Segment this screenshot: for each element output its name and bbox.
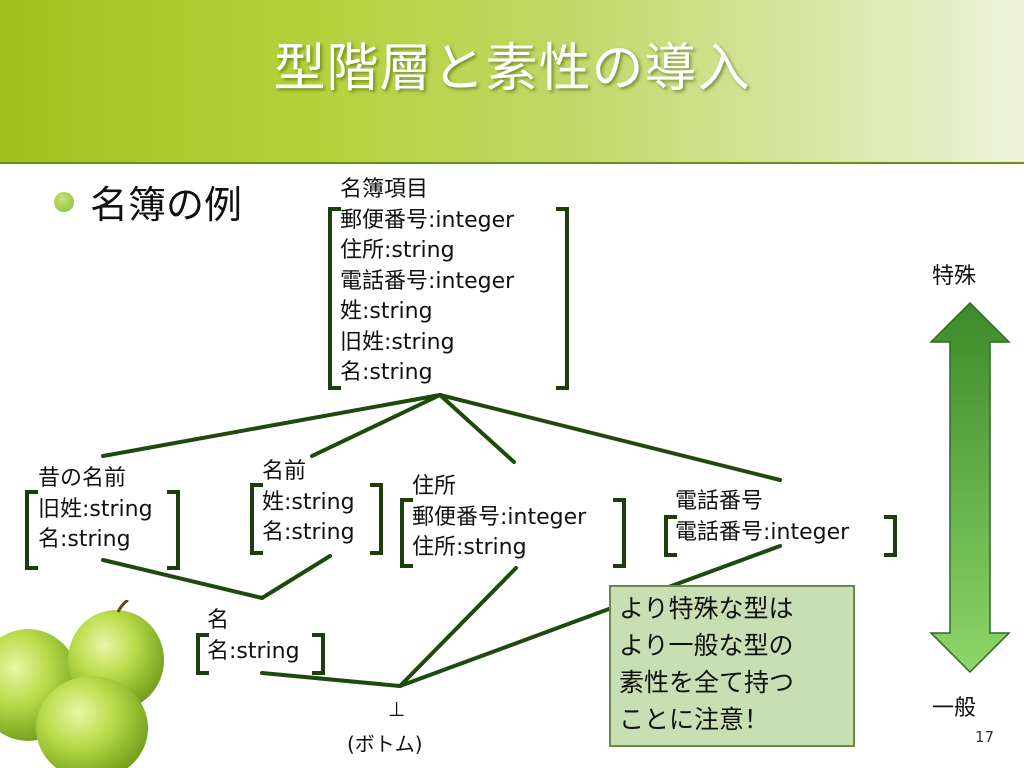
feature-line: 名:string	[262, 520, 355, 545]
bottom-label: (ボトム)	[347, 732, 423, 756]
note-line: ことに注意！	[619, 705, 770, 734]
note-line: より一般な型の	[619, 631, 794, 660]
type-box-mei: 名 名:string	[207, 606, 300, 667]
type-box-denwa: 電話番号 電話番号:integer	[675, 487, 849, 548]
feature-line: 電話番号:integer	[675, 519, 850, 545]
page-number: 17	[975, 728, 995, 746]
feature-line: 郵便番号:integer	[340, 207, 515, 233]
feature-line: 住所:string	[412, 535, 527, 560]
note-line: より特殊な型は	[619, 594, 794, 623]
left-bracket	[196, 633, 209, 675]
type-box-meibo: 名簿項目 郵便番号:integer 住所:string 電話番号:integer…	[340, 175, 514, 389]
bullet-dot-icon	[54, 192, 74, 212]
note-line: 素性を全て持つ	[619, 668, 795, 697]
right-bracket	[312, 633, 325, 675]
type-name: 名簿項目	[340, 177, 429, 202]
right-bracket	[556, 207, 569, 390]
green-apples-image	[0, 600, 164, 768]
type-name: 電話番号	[675, 489, 764, 514]
feature-line: 電話番号:integer	[340, 268, 515, 294]
feature-line: 名:string	[207, 638, 300, 664]
note-box: より特殊な型は より一般な型の 素性を全て持つ ことに注意！	[609, 585, 855, 747]
title-banner	[0, 0, 1024, 164]
feature-line: 郵便番号:integer	[412, 504, 587, 530]
arrow-bottom-label: 一般	[932, 696, 977, 721]
right-bracket	[167, 490, 180, 570]
edge-meibo-mukashi	[101, 393, 442, 458]
right-bracket	[613, 498, 626, 568]
feature-line: 姓:string	[262, 489, 355, 515]
type-box-jusho: 住所 郵便番号:integer 住所:string	[412, 472, 586, 564]
feature-line: 名:string	[38, 527, 131, 552]
edge-mei-bottom	[260, 671, 402, 688]
left-bracket	[25, 490, 38, 570]
edge-meibo-jusho	[438, 393, 516, 464]
type-name: 名前	[262, 459, 307, 484]
left-bracket	[250, 483, 263, 555]
feature-line: 旧姓:string	[340, 329, 455, 355]
edge-meibo-denwa	[438, 393, 782, 482]
bottom-symbol: ⊥	[388, 697, 406, 721]
double-arrow-icon	[929, 301, 1011, 674]
type-box-mukashi: 昔の名前 旧姓:string 名:string	[38, 464, 153, 556]
feature-line: 姓:string	[340, 299, 433, 324]
edge-mukashi-mei	[101, 558, 264, 600]
right-bracket	[884, 515, 897, 557]
slide-title: 型階層と素性の導入	[273, 39, 751, 99]
left-bracket	[328, 207, 341, 390]
feature-line: 旧姓:string	[38, 496, 153, 522]
left-bracket	[400, 498, 413, 568]
arrow-top-label: 特殊	[932, 264, 977, 289]
edge-meibo-namae	[310, 393, 442, 458]
type-name: 住所	[412, 474, 457, 499]
edge-jusho-bottom	[398, 566, 518, 688]
edge-denwa-bottom	[398, 544, 782, 688]
edge-namae-mei	[260, 554, 332, 600]
feature-line: 住所:string	[340, 238, 455, 263]
type-name: 名	[207, 608, 230, 633]
feature-line: 名:string	[340, 360, 433, 385]
right-bracket	[370, 483, 383, 555]
type-box-namae: 名前 姓:string 名:string	[262, 457, 355, 549]
type-name: 昔の名前	[38, 466, 127, 491]
left-bracket	[664, 515, 677, 557]
bullet-text: 名簿の例	[90, 183, 243, 227]
